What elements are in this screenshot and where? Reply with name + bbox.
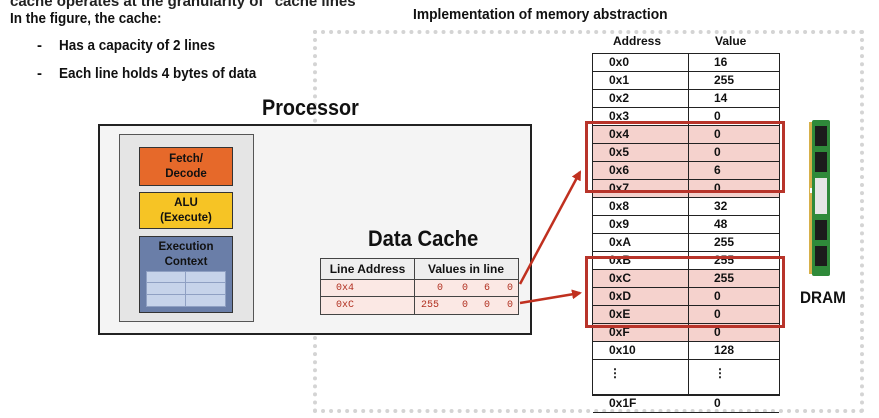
bullet-capacity: -Has a capacity of 2 lines [37,37,216,54]
cache-value: 0 [462,300,469,311]
cache-value: 0 [462,283,469,294]
cache-value: 0 [484,300,491,311]
memory-abstraction-title: Implementation of memory abstraction [413,6,668,23]
memory-value: 128 [714,343,735,357]
memory-row: 0x8 32 [593,198,779,216]
cache-row [321,280,518,297]
memory-row: 0xD 0 [593,288,779,306]
memory-address: 0x4 [609,127,630,141]
memory-address: 0x0 [609,55,630,69]
memory-row: 0x2 14 [593,90,779,108]
memory-col-value: Value [715,34,747,48]
memory-row: 0x4 0 [593,126,779,144]
memory-address: 0x3 [609,109,630,123]
cache-value: 0 [437,283,444,294]
memory-address: 0xD [609,289,632,303]
memory-row: 0x1 255 [593,72,779,90]
memory-value: 14 [714,91,728,105]
memory-row: 0x3 0 [593,108,779,126]
cache-col-values: Values in line [414,259,518,280]
memory-value: 0 [714,289,721,303]
memory-row: 0x1F 0 [593,395,779,413]
memory-value: 255 [714,271,735,285]
cache-line-address: 0x4 [336,283,355,294]
intro-cut-line: cache operates at the granularity of "ca… [10,0,363,10]
memory-address: 0x8 [609,199,630,213]
cache-value: 0 [507,283,514,294]
fetch-decode-unit: Fetch/Decode [139,147,233,186]
memory-value: 32 [714,199,728,213]
cache-value: 0 [507,300,514,311]
memory-row: 0xA 255 [593,234,779,252]
memory-row: 0xF 0 [593,324,779,342]
memory-value: 6 [714,163,721,177]
memory-address: 0xF [609,325,630,339]
memory-col-address: Address [613,34,662,48]
memory-row: 0x0 16 [593,54,779,72]
alu-unit: ALU(Execute) [139,192,233,229]
memory-address: 0xE [609,307,631,321]
cache-value: 6 [484,283,491,294]
dram-stick-icon [809,120,830,276]
memory-value: 0 [714,181,721,195]
memory-value: 16 [714,55,728,69]
memory-row: ⋮⋮ [593,360,779,395]
memory-row: 0x6 6 [593,162,779,180]
memory-value: 0 [714,127,721,141]
memory-row: 0x10 128 [593,342,779,360]
bullet-line-size: -Each line holds 4 bytes of data [37,65,257,82]
memory-value: 48 [714,217,728,231]
memory-row: 0x5 0 [593,144,779,162]
memory-value: 0 [714,109,721,123]
memory-address: 0xA [609,235,632,249]
highlight-line-0x4 [585,121,785,193]
memory-address: 0x1 [609,73,630,87]
memory-address: ⋮ [609,366,621,380]
cache-col-line-address: Line Address [321,259,414,280]
memory-address: 0xC [609,271,632,285]
processor-title: Processor [262,95,359,120]
memory-value: 255 [714,235,735,249]
cache-value: 255 [421,300,440,311]
cache-row [321,297,518,314]
memory-value: ⋮ [714,366,726,380]
data-cache-title: Data Cache [368,226,479,251]
memory-value: 0 [714,307,721,321]
memory-address: 0x9 [609,217,630,231]
dram-label: DRAM [800,288,846,307]
arrow-line-0x4 [518,170,582,285]
memory-value: 0 [714,145,721,159]
memory-address: 0x10 [609,343,636,357]
cache-line-address: 0xC [336,300,355,311]
memory-row: 0xC 255 [593,270,779,288]
memory-address: 0x6 [609,163,630,177]
memory-row: 0x9 48 [593,216,779,234]
data-cache-table: Line Address Values in line 0x4 0 0 6 0 … [320,258,519,315]
memory-column-divider [688,54,689,395]
memory-value: 0 [714,396,721,410]
intro-text: In the figure, the cache: [10,10,162,27]
memory-address: 0x2 [609,91,630,105]
memory-address: 0x5 [609,145,630,159]
memory-value: 255 [714,73,735,87]
highlight-line-0xC [585,256,785,328]
memory-address: 0x1F [609,396,637,410]
memory-value: 0 [714,325,721,339]
arrow-line-0xC [519,289,582,305]
memory-row: 0xE 0 [593,306,779,324]
register-grid [146,271,226,307]
